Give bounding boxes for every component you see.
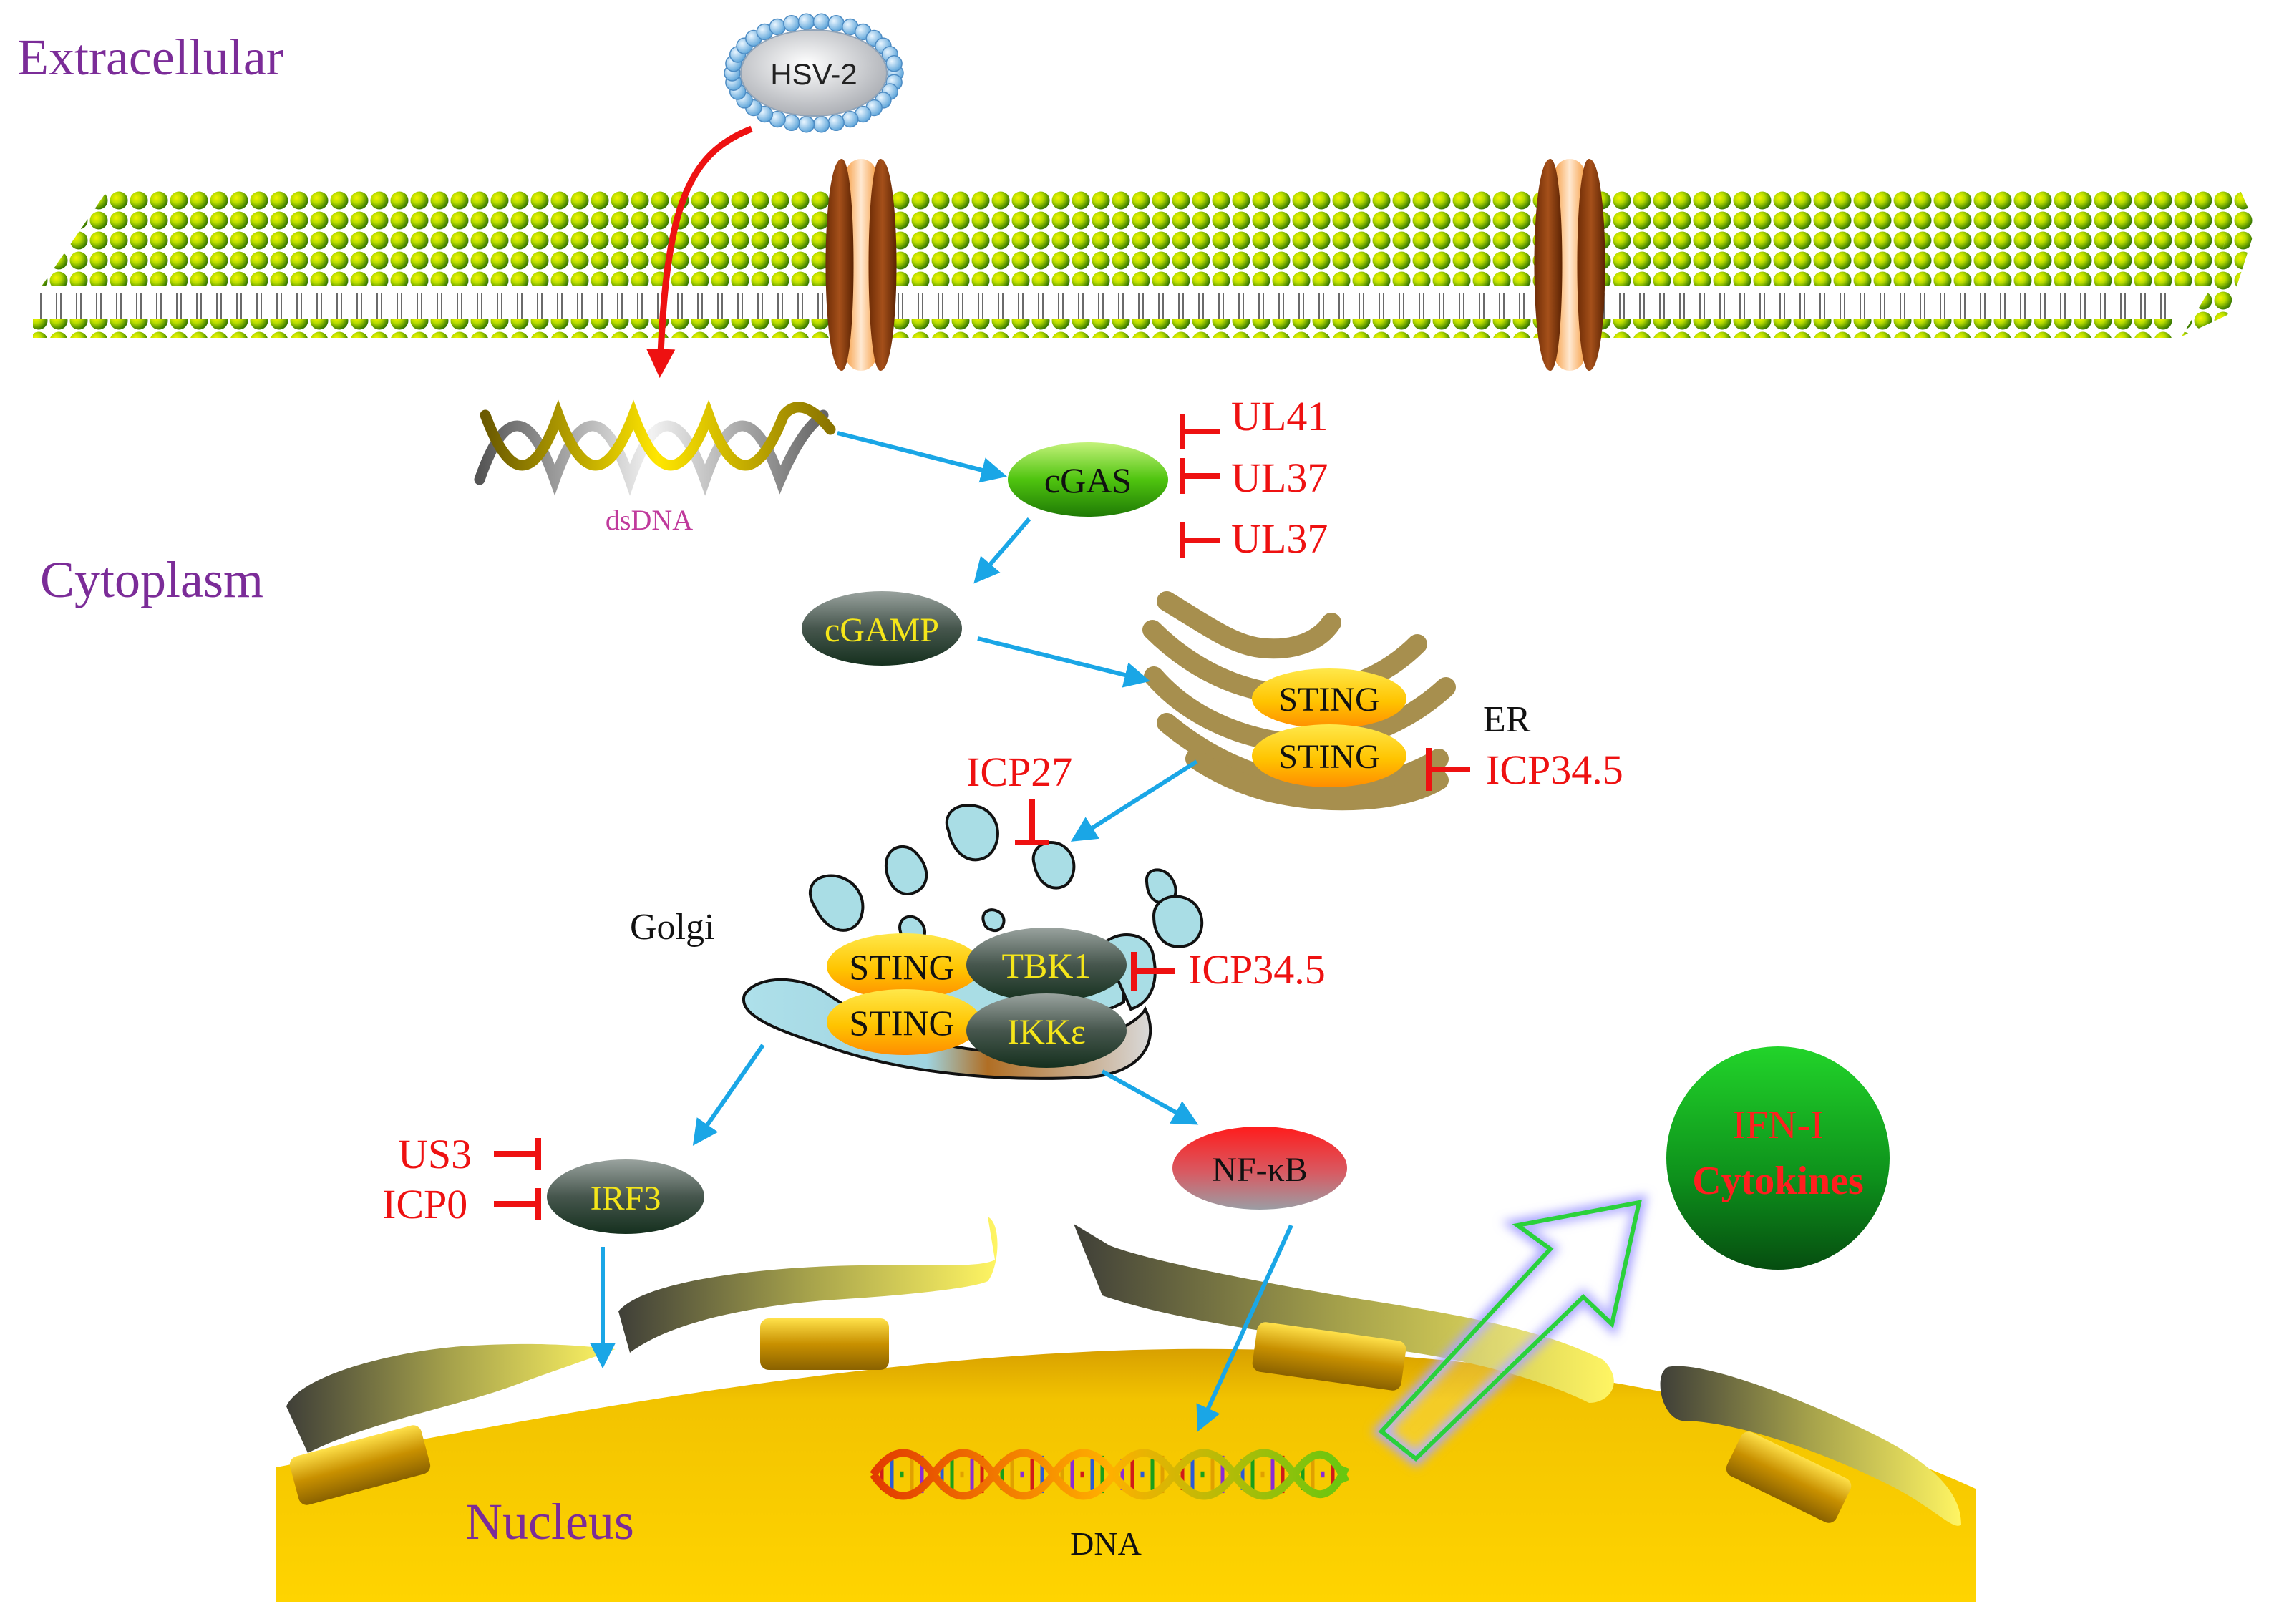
virus-envelope-bead	[783, 114, 800, 132]
sting-er-bottom: STING	[1252, 724, 1406, 787]
inhibitor-us3	[494, 1138, 541, 1170]
ul37-label-b: UL37	[1231, 515, 1328, 562]
cgamp-node: cGAMP	[802, 591, 962, 666]
virus-envelope-bead	[842, 110, 859, 128]
arrow-er-golgi	[1070, 759, 1198, 842]
golgi-label: Golgi	[630, 907, 714, 948]
virus-envelope-bead	[812, 13, 830, 31]
membrane-right-edge	[2182, 190, 2256, 336]
extracellular-label: Extracellular	[17, 29, 283, 86]
virus-envelope-bead	[812, 115, 830, 133]
ifn-export-arrow	[1371, 1194, 1648, 1467]
sting-er-top: STING	[1252, 668, 1406, 729]
membrane-channel-right	[1534, 159, 1605, 371]
membrane-lower-leaflet	[33, 319, 2173, 338]
irf3-node: IRF3	[547, 1159, 704, 1234]
cell-membrane	[33, 159, 2256, 371]
virus-envelope-bead	[769, 18, 786, 36]
ikke-label: IKKε	[1007, 1011, 1086, 1051]
tbk1-icp345-label: ICP34.5	[1188, 946, 1326, 993]
ul41-label: UL41	[1231, 393, 1328, 439]
membrane-upper-leaflet	[42, 190, 2240, 286]
nfkb-node: NF-κB	[1172, 1127, 1347, 1210]
sting-er-top-label: STING	[1278, 681, 1379, 719]
ifn-label: IFN-I	[1732, 1103, 1824, 1147]
cgas-label: cGAS	[1044, 460, 1132, 500]
ikke-node: IKKε	[966, 993, 1127, 1068]
arrow-cgas-cgamp	[973, 517, 1031, 584]
cytokines-label: Cytokines	[1692, 1159, 1864, 1203]
dsdna-helix	[474, 399, 836, 496]
golgi-vesicles	[808, 804, 1204, 948]
dsdna-label: dsDNA	[606, 504, 693, 536]
virus-envelope-bead	[783, 14, 800, 32]
nucleus	[276, 1217, 1976, 1602]
sting-golgi-bottom: STING	[827, 989, 981, 1055]
nuclear-pores	[289, 1318, 1852, 1523]
activation-arrows	[590, 431, 1293, 1432]
virus-label: HSV-2	[770, 57, 857, 91]
inhibitors	[494, 414, 1470, 1220]
arrow-dsdna-cgas	[837, 431, 1007, 483]
inhibitor-labels: UL41 UL37 UL37 ICP27 ICP34.5 ICP34.5 US3…	[382, 393, 1623, 1227]
inhibitor-icp27	[1015, 799, 1049, 845]
virus-envelope-bead	[827, 114, 845, 132]
sting-golgi-top-label: STING	[849, 947, 954, 987]
membrane-channel-left	[825, 159, 897, 371]
irf3-label: IRF3	[591, 1180, 661, 1217]
nucleus-label: Nucleus	[465, 1493, 634, 1550]
nfkb-label: NF-κB	[1212, 1151, 1308, 1189]
virus-envelope-bead	[827, 14, 845, 32]
sting-er-bottom-label: STING	[1278, 738, 1379, 776]
inhibitor-ul37-b	[1180, 522, 1220, 558]
ul37-label-a: UL37	[1231, 454, 1328, 501]
inhibitor-ul41	[1180, 414, 1220, 449]
inhibitor-tbk1-icp345	[1131, 952, 1175, 991]
inhibitor-icp0	[494, 1188, 541, 1220]
nuclear-dna-helix	[870, 1449, 1350, 1500]
virus-envelope-bead	[797, 115, 815, 133]
entry-arrow	[646, 125, 753, 379]
inhibitor-er-icp345	[1426, 748, 1470, 791]
virus-envelope-bead	[885, 55, 903, 72]
cytoplasm-label: Cytoplasm	[40, 551, 263, 608]
icp0-label: ICP0	[382, 1181, 467, 1227]
inhibitor-ul37-a	[1180, 458, 1220, 494]
us3-label: US3	[398, 1131, 472, 1177]
cgamp-label: cGAMP	[825, 611, 939, 649]
arrow-golgi-irf3	[692, 1044, 765, 1146]
membrane-lipid-tails	[40, 293, 2169, 319]
sting-golgi-top: STING	[827, 933, 981, 999]
tbk1-node: TBK1	[966, 928, 1127, 1002]
sting-golgi-bottom-label: STING	[849, 1003, 954, 1043]
hsv2-virus: HSV-2	[724, 13, 904, 133]
arrow-cgamp-er	[977, 636, 1150, 688]
ifn-cytokines-node: IFN-I Cytokines	[1666, 1046, 1890, 1270]
nuclear-envelope-fragments	[286, 1217, 1961, 1526]
icp27-label: ICP27	[966, 749, 1072, 795]
arrow-golgi-nfkb	[1101, 1069, 1199, 1125]
cgas-node: cGAS	[1008, 442, 1168, 517]
arrow-nfkb-dna	[1196, 1224, 1293, 1432]
virus-envelope-bead	[797, 13, 815, 31]
er-icp345-label: ICP34.5	[1486, 747, 1623, 793]
tbk1-label: TBK1	[1002, 945, 1092, 986]
er-label: ER	[1483, 699, 1531, 740]
dna-label: DNA	[1070, 1525, 1142, 1562]
